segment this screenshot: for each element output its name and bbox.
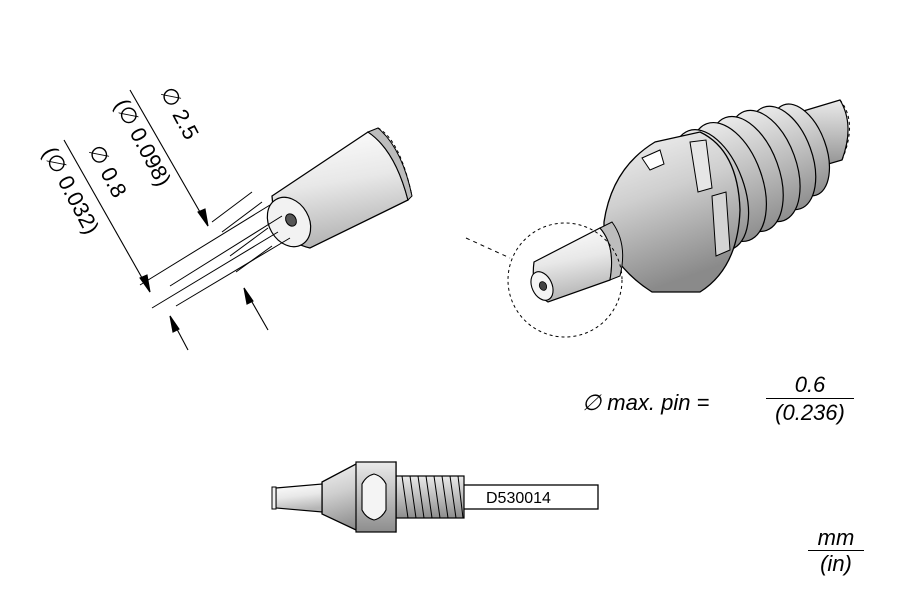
max-pin-label: ∅ max. pin =: [582, 390, 709, 416]
max-pin-in: (0.236): [775, 400, 845, 425]
max-pin-text: max. pin =: [607, 390, 710, 415]
dimension-arrows: [63, 89, 269, 351]
units-in: (in): [820, 551, 852, 576]
units-mm: mm: [817, 525, 855, 550]
max-pin-mm: 0.6: [794, 372, 826, 397]
thread-lines: [401, 475, 464, 519]
extension-lines: [139, 191, 291, 309]
fraction-bar: [766, 398, 854, 399]
units-fraction-bar: [808, 550, 864, 551]
diameter-symbol: ∅: [582, 390, 602, 415]
part-number-label: D530014: [486, 490, 551, 507]
units-key: mm (in): [804, 526, 868, 577]
tip-detail-view: ∅ 2.5 (∅ 0.098) ∅ 0.8 (∅ 0.032): [38, 83, 413, 351]
nozzle-3d-view: [465, 99, 851, 338]
max-pin-fraction: 0.6 (0.236): [760, 372, 860, 427]
inner-diameter-mm-label: ∅ 0.8: [84, 141, 132, 202]
detail-callout-leader: [465, 237, 511, 259]
outer-diameter-mm-label: ∅ 2.5: [156, 83, 204, 144]
nozzle-side-profile: D530014: [271, 461, 599, 533]
detail-callout-circle: [507, 222, 623, 338]
